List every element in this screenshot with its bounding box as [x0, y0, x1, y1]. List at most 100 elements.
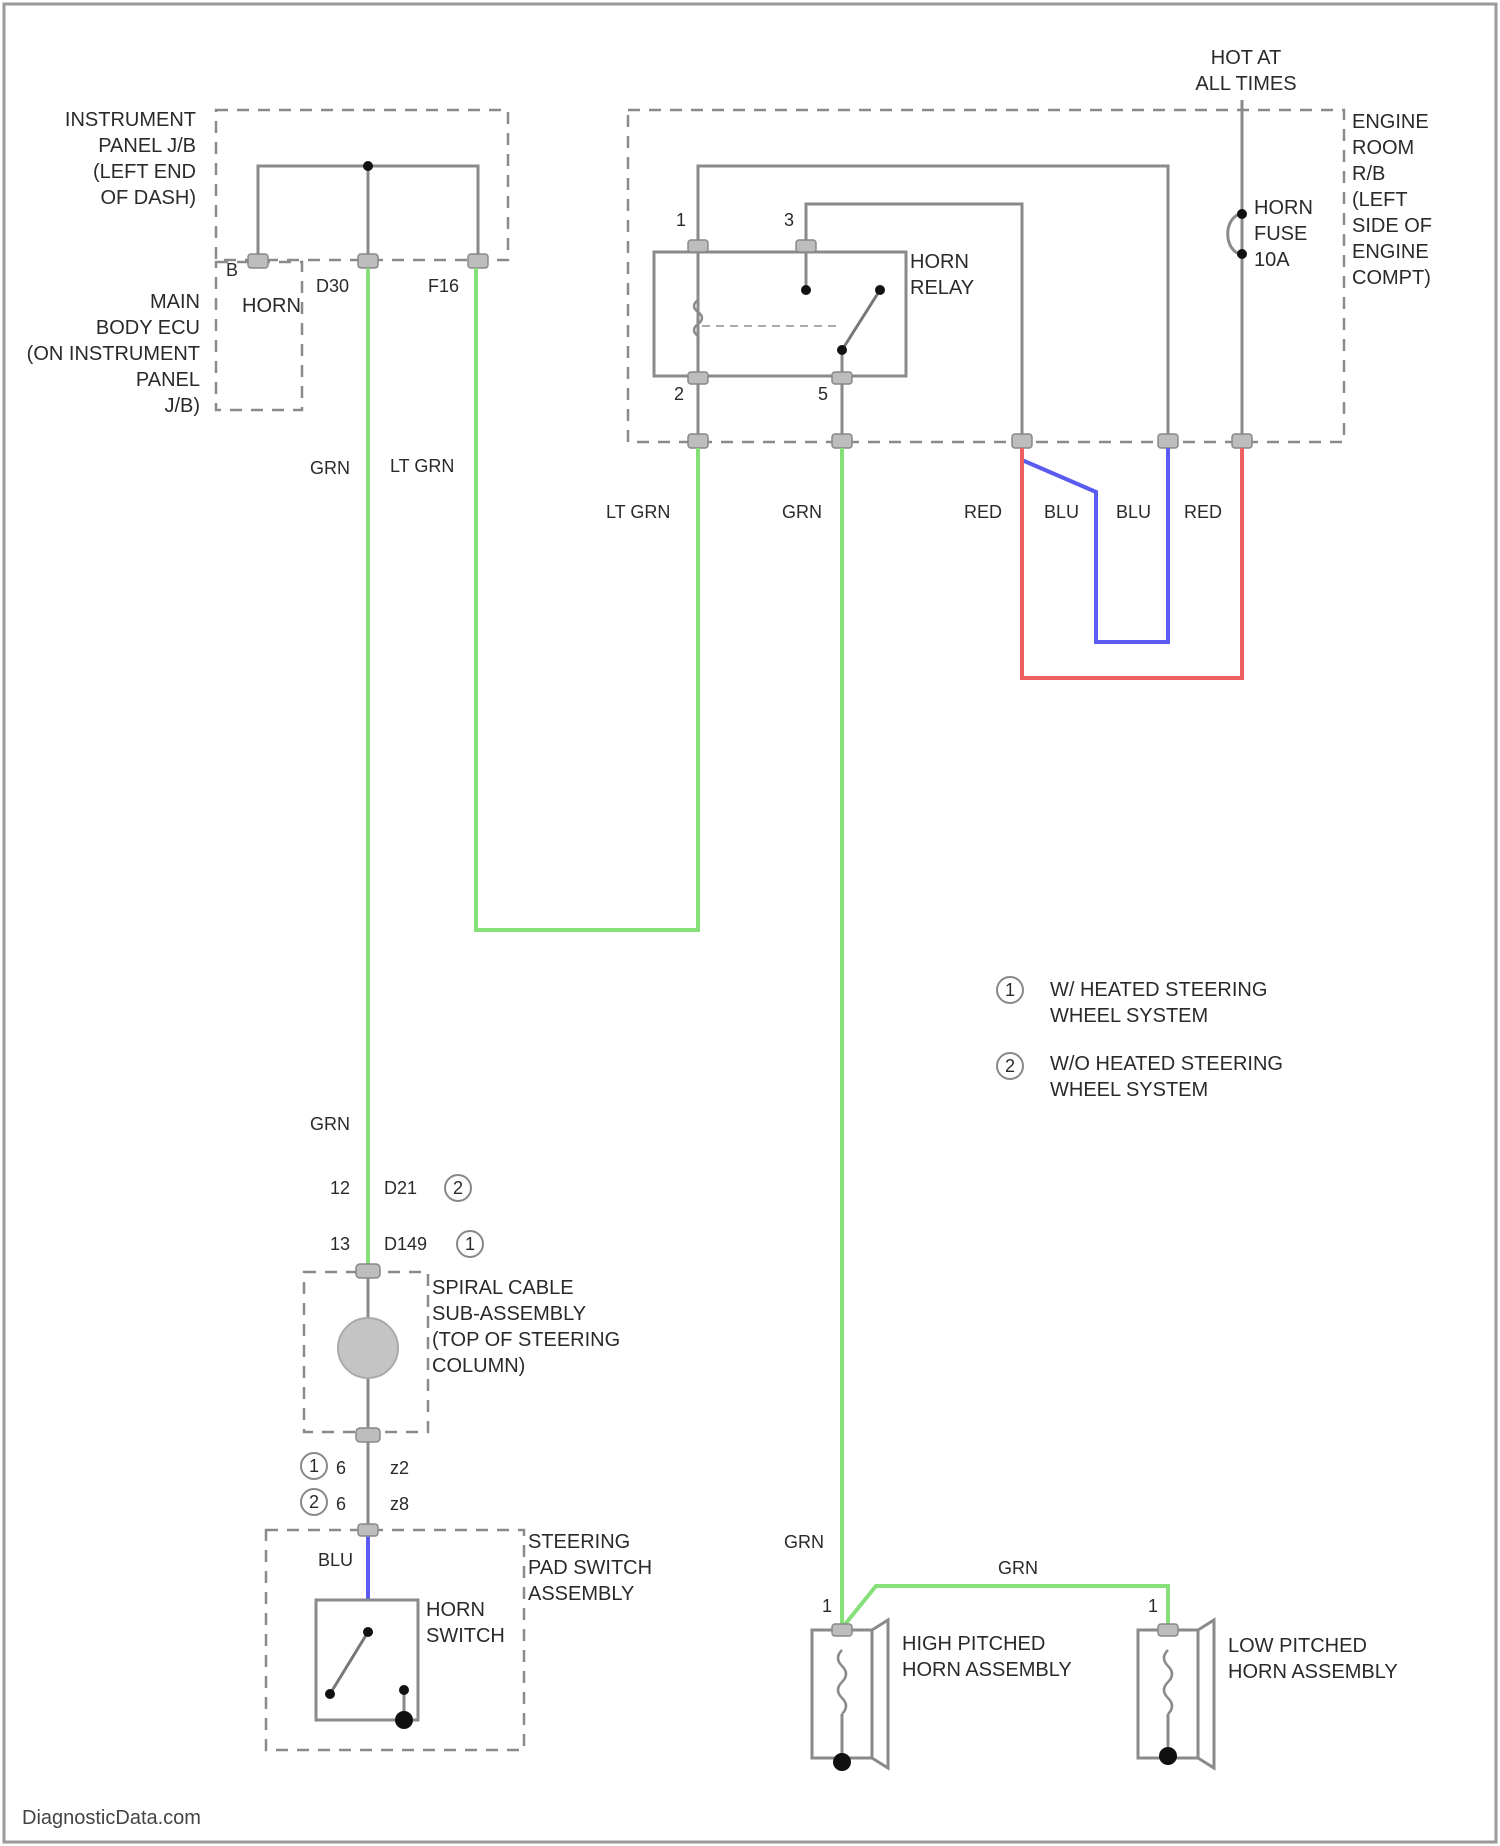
horn-relay-body: [654, 252, 906, 376]
blue-wires: [368, 448, 1168, 1600]
pad-marker-a-text: 1: [309, 1456, 319, 1476]
wire-label-blu-switch: BLU: [318, 1550, 353, 1570]
fuse-top-dot: [1237, 209, 1247, 219]
svg-text:10A: 10A: [1254, 249, 1290, 271]
svg-text:SIDE OF: SIDE OF: [1352, 215, 1432, 237]
horn-fuse-symbol: [1228, 214, 1242, 254]
terminal-relay-1: [688, 240, 708, 252]
svg-text:STEERING: STEERING: [528, 1531, 630, 1553]
pin-pad-6a: 6: [336, 1458, 346, 1478]
svg-text:SWITCH: SWITCH: [426, 1625, 505, 1647]
high-horn-label: HIGH PITCHED HORN ASSEMBLY: [902, 1633, 1072, 1681]
terminal-ecu-b: [248, 254, 268, 268]
horn-switch-pivot-dot: [325, 1689, 335, 1699]
svg-text:W/ HEATED STEERING: W/ HEATED STEERING: [1050, 979, 1267, 1001]
terminal-rb-blu-right: [1158, 434, 1178, 448]
horn-ecu-label: HORN: [242, 295, 301, 317]
relay-pin1-to-rb-output: [698, 166, 1168, 440]
svg-text:HORN ASSEMBLY: HORN ASSEMBLY: [902, 1659, 1072, 1681]
wire-label-grn-horn-link: GRN: [998, 1558, 1038, 1578]
svg-text:2: 2: [1005, 1056, 1015, 1076]
svg-text:HORN ASSEMBLY: HORN ASSEMBLY: [1228, 1661, 1398, 1683]
svg-text:PANEL J/B: PANEL J/B: [98, 135, 196, 157]
terminal-ecu-f16: [468, 254, 488, 268]
pad-marker-b-text: 2: [309, 1492, 319, 1512]
svg-text:BODY ECU: BODY ECU: [96, 317, 200, 339]
hot-at-all-times-label: HOT AT ALL TIMES: [1195, 47, 1296, 95]
wire-blu-loop: [1022, 448, 1168, 642]
instrument-panel-jb-box: [216, 110, 508, 260]
wire-label-blu-right: BLU: [1116, 502, 1151, 522]
wire-label-grn-relay: GRN: [782, 502, 822, 522]
terminal-relay-5: [832, 372, 852, 384]
terminal-rb-ltgrn: [688, 434, 708, 448]
svg-text:HIGH PITCHED: HIGH PITCHED: [902, 1633, 1045, 1655]
watermark: DiagnosticData.com: [22, 1807, 201, 1829]
svg-text:(LEFT: (LEFT: [1352, 189, 1408, 211]
terminal-rb-red-right: [1232, 434, 1252, 448]
svg-text:W/O HEATED STEERING: W/O HEATED STEERING: [1050, 1053, 1283, 1075]
svg-text:WHEEL SYSTEM: WHEEL SYSTEM: [1050, 1079, 1208, 1101]
terminal-high-horn: [832, 1624, 852, 1636]
terminal-relay-2: [688, 372, 708, 384]
pin-low-horn-1: 1: [1148, 1596, 1158, 1616]
svg-text:ALL TIMES: ALL TIMES: [1195, 73, 1296, 95]
main-body-ecu-box: [216, 262, 302, 410]
terminal-spiral-bottom: [356, 1428, 380, 1442]
svg-text:WHEEL SYSTEM: WHEEL SYSTEM: [1050, 1005, 1208, 1027]
svg-text:(ON INSTRUMENT: (ON INSTRUMENT: [27, 343, 200, 365]
pin-ecu-d30: D30: [316, 276, 349, 296]
svg-text:ASSEMBLY: ASSEMBLY: [528, 1583, 634, 1605]
high-horn-ground-icon: [833, 1753, 851, 1771]
wire-label-grn-lower: GRN: [310, 1114, 350, 1134]
relay-pin3-to-rb-output: [806, 204, 1022, 440]
high-horn-coil-icon: [838, 1650, 846, 1714]
pin-relay-2: 2: [674, 384, 684, 404]
svg-text:COMPT): COMPT): [1352, 267, 1431, 289]
fuse-bottom-dot: [1237, 249, 1247, 259]
spiral-cable-label: SPIRAL CABLE SUB-ASSEMBLY (TOP OF STEERI…: [432, 1277, 620, 1377]
pin-relay-5: 5: [818, 384, 828, 404]
connector-spiral-a: D21: [384, 1178, 417, 1198]
legend-note-2: 2 W/O HEATED STEERING WHEEL SYSTEM: [997, 1053, 1283, 1101]
connector-pad-a: z2: [390, 1458, 409, 1478]
relay-fixed-contact-dot: [801, 285, 811, 295]
spiral-marker-a-text: 2: [453, 1178, 463, 1198]
relay-switch-arm: [842, 290, 880, 350]
horn-switch-ground-icon: [395, 1711, 413, 1729]
wire-label-grn-upper: GRN: [310, 458, 350, 478]
horn-switch-contact-dot: [399, 1685, 409, 1695]
svg-text:ROOM: ROOM: [1352, 137, 1414, 159]
terminal-ecu-d30: [358, 254, 378, 268]
low-horn-label: LOW PITCHED HORN ASSEMBLY: [1228, 1635, 1398, 1683]
wire-label-ltgrn-upper: LT GRN: [390, 456, 454, 476]
wire-grn-horn-link: [842, 1586, 1168, 1628]
spiral-cable-icon: [338, 1318, 398, 1378]
spiral-marker-b-text: 1: [465, 1234, 475, 1254]
svg-text:HOT AT: HOT AT: [1211, 47, 1281, 69]
svg-text:(TOP OF STEERING: (TOP OF STEERING: [432, 1329, 620, 1351]
main-body-ecu-label: MAIN BODY ECU (ON INSTRUMENT PANEL J/B): [27, 291, 200, 417]
svg-text:SUB-ASSEMBLY: SUB-ASSEMBLY: [432, 1303, 586, 1325]
low-pitched-horn: [1138, 1620, 1214, 1768]
svg-text:COLUMN): COLUMN): [432, 1355, 525, 1377]
pin-relay-1: 1: [676, 210, 686, 230]
terminal-relay-3: [796, 240, 816, 252]
svg-text:PANEL: PANEL: [136, 369, 200, 391]
svg-text:ENGINE: ENGINE: [1352, 241, 1429, 263]
pin-pad-6b: 6: [336, 1494, 346, 1514]
low-horn-ground-icon: [1159, 1747, 1177, 1765]
svg-text:FUSE: FUSE: [1254, 223, 1307, 245]
connector-spiral-b: D149: [384, 1234, 427, 1254]
svg-text:HORN: HORN: [1254, 197, 1313, 219]
wire-label-grn-horn-feed: GRN: [784, 1532, 824, 1552]
pin-spiral-12: 12: [330, 1178, 350, 1198]
svg-text:1: 1: [1005, 980, 1015, 1000]
horn-switch-top-dot: [363, 1627, 373, 1637]
svg-text:LOW PITCHED: LOW PITCHED: [1228, 1635, 1367, 1657]
svg-text:INSTRUMENT: INSTRUMENT: [65, 109, 196, 131]
pin-relay-3: 3: [784, 210, 794, 230]
pin-spiral-13: 13: [330, 1234, 350, 1254]
